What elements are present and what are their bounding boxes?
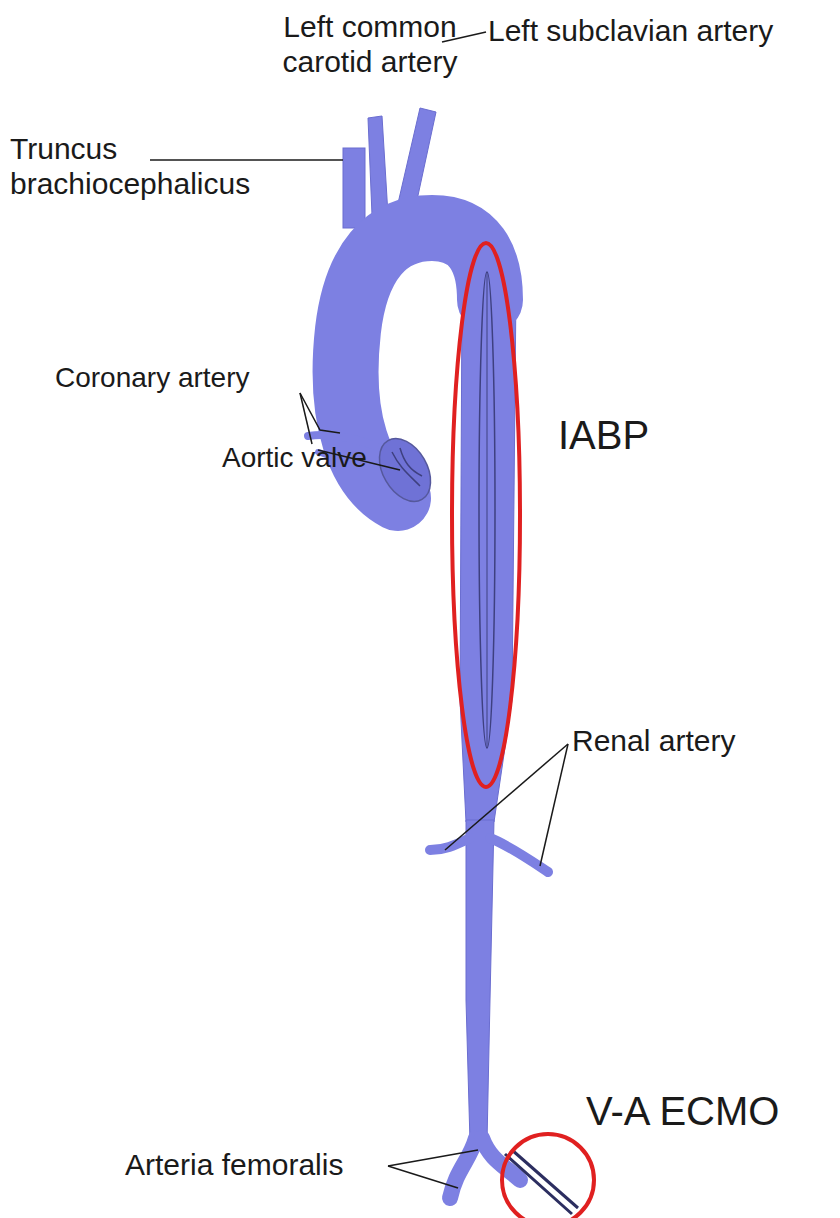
artery-label: Renal artery: [572, 724, 735, 759]
iabp-catheter: [487, 272, 488, 748]
iabp-highlight: [452, 243, 520, 787]
renal-artery-right: [490, 838, 548, 872]
artery-label: Truncus brachiocephalicus: [10, 132, 280, 201]
ecmo-highlight: [502, 1134, 594, 1218]
device-label: IABP: [558, 412, 649, 458]
abdominal-aorta: [466, 820, 494, 1142]
femoral-artery-left: [450, 1138, 476, 1198]
leader-line: [388, 1150, 478, 1166]
iabp-balloon: [479, 272, 495, 748]
leader-line: [540, 744, 568, 866]
ecmo-cannula: [505, 1150, 578, 1214]
aortic-valve: [392, 448, 422, 486]
artery-label: Left subclavian artery: [488, 14, 773, 49]
artery-label: Coronary artery: [55, 362, 250, 394]
left-common-carotid: [368, 116, 388, 215]
leader-line: [300, 393, 312, 444]
artery-label: Arteria femoralis: [125, 1148, 343, 1183]
valve-label: Aortic valve: [222, 442, 367, 474]
brachiocephalic-trunk: [343, 148, 365, 228]
artery-label: Left common carotid artery: [240, 10, 500, 79]
leader-line: [150, 159, 343, 161]
renal-artery-left: [430, 838, 470, 850]
leader-line: [300, 393, 340, 433]
device-label: V-A ECMO: [586, 1088, 779, 1134]
leader-line: [445, 744, 568, 850]
aortic-root: [369, 430, 441, 511]
leader-line: [388, 1166, 458, 1188]
